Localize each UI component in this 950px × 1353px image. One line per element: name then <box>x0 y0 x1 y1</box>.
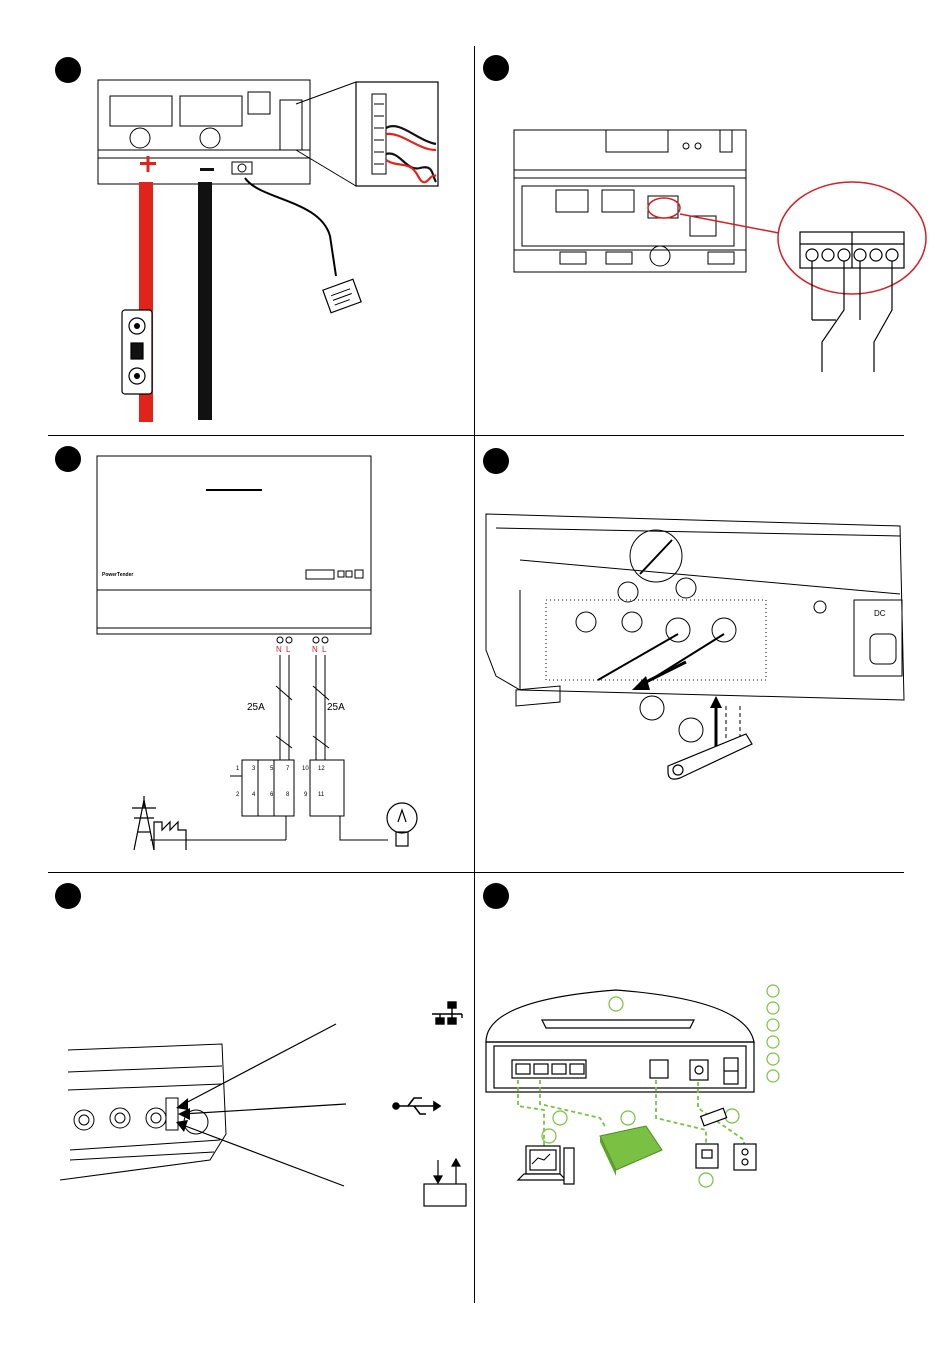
computer-icon <box>518 1146 574 1184</box>
inverter-icon <box>600 1126 662 1176</box>
router-icon <box>701 1108 727 1126</box>
power-outlet-icon <box>734 1144 756 1170</box>
phone-jack-icon <box>696 1144 718 1168</box>
